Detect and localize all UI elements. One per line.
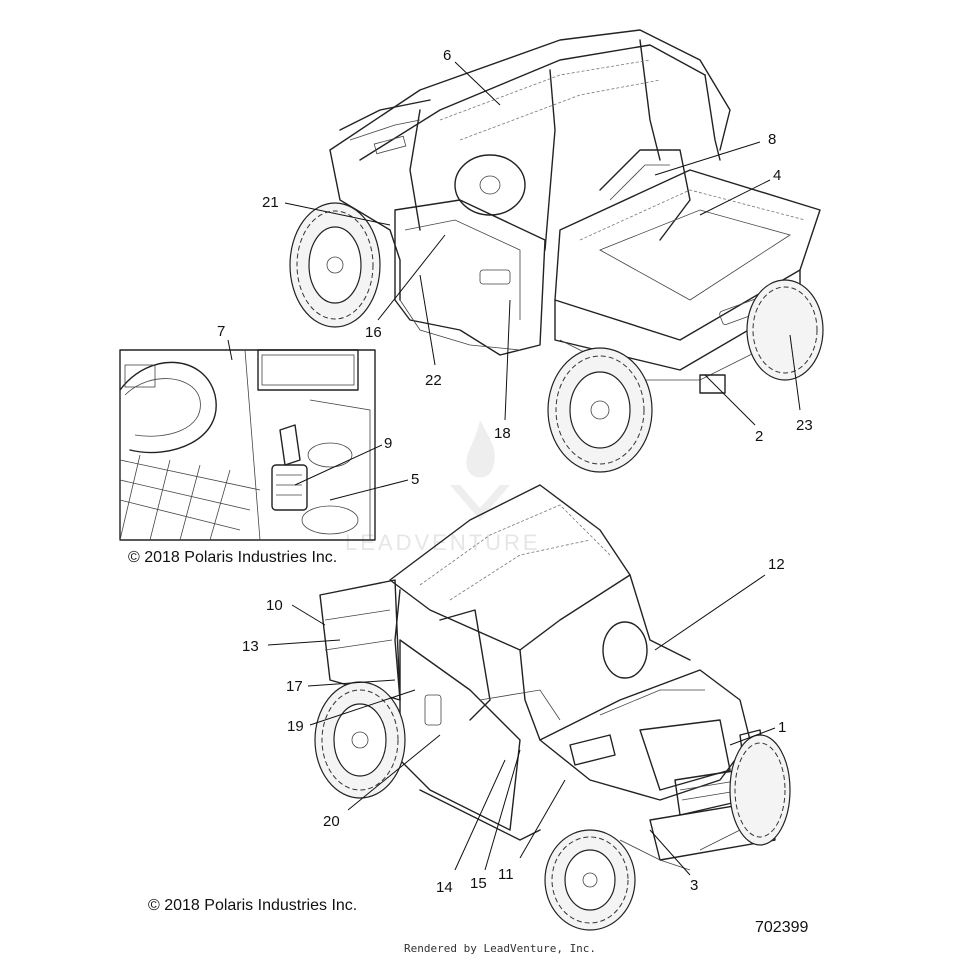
callout-1: 1 bbox=[778, 719, 786, 736]
callout-23: 23 bbox=[796, 417, 813, 434]
callout-14: 14 bbox=[436, 879, 453, 896]
copyright-top: © 2018 Polaris Industries Inc. bbox=[128, 549, 338, 566]
callout-8: 8 bbox=[768, 131, 776, 148]
callout-17: 17 bbox=[286, 678, 303, 695]
callout-10: 10 bbox=[266, 597, 283, 614]
callout-12: 12 bbox=[768, 556, 785, 573]
leadventure-watermark-icon bbox=[450, 420, 510, 520]
callout-16: 16 bbox=[365, 324, 382, 341]
callout-9: 9 bbox=[384, 435, 392, 452]
bottom-vehicle-drawing bbox=[314, 484, 791, 931]
callout-15: 15 bbox=[470, 875, 487, 892]
copyright-bottom: © 2018 Polaris Industries Inc. bbox=[148, 897, 358, 914]
callout-20: 20 bbox=[323, 813, 340, 830]
cockpit-inset bbox=[119, 349, 376, 541]
drawing-number: 702399 bbox=[755, 919, 809, 936]
callout-19: 19 bbox=[287, 718, 304, 735]
watermark-text: LEADVENTURE bbox=[345, 530, 541, 555]
callout-5: 5 bbox=[411, 471, 419, 488]
callout-4: 4 bbox=[773, 167, 781, 184]
callout-22: 22 bbox=[425, 372, 442, 389]
callout-21: 21 bbox=[262, 194, 279, 211]
callout-11: 11 bbox=[498, 866, 514, 883]
callout-2: 2 bbox=[755, 428, 763, 445]
callout-3: 3 bbox=[690, 877, 698, 894]
callout-13: 13 bbox=[242, 638, 259, 655]
callout-18: 18 bbox=[494, 425, 511, 442]
callout-6: 6 bbox=[443, 47, 451, 64]
top-vehicle-drawing bbox=[289, 29, 824, 473]
callout-labels: 6 8 4 21 16 22 18 2 23 7 9 5 12 10 13 17… bbox=[217, 47, 813, 896]
callout-7: 7 bbox=[217, 323, 225, 340]
rendered-by-credit: Rendered by LeadVenture, Inc. bbox=[404, 942, 597, 955]
callout-leaders bbox=[227, 61, 801, 876]
